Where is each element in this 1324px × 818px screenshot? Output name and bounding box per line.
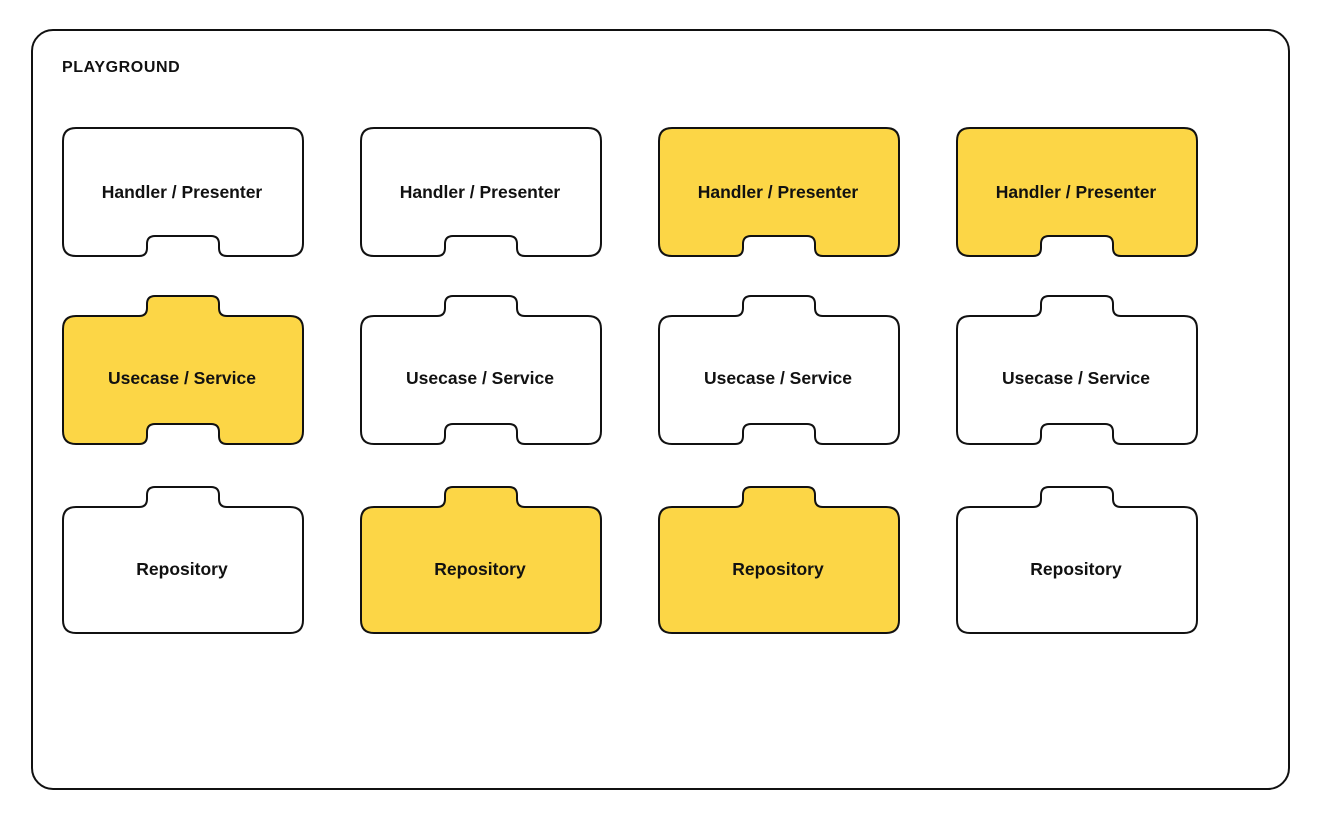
puzzle-card-repository-2[interactable]: Repository: [360, 486, 602, 634]
puzzle-shape-usecase-4: [956, 295, 1198, 445]
puzzle-shape-repository-2: [360, 486, 602, 634]
puzzle-shape-handler-4: [956, 127, 1198, 257]
highlighted-fill: [62, 295, 304, 445]
puzzle-card-handler-1[interactable]: Handler / Presenter: [62, 127, 304, 257]
puzzle-card-handler-3[interactable]: Handler / Presenter: [658, 127, 900, 257]
puzzle-shape-handler-3: [658, 127, 900, 257]
default-fill: [360, 295, 602, 445]
puzzle-shape-repository-1: [62, 486, 304, 634]
default-fill: [956, 295, 1198, 445]
puzzle-card-grid: Handler / Presenter Handler / Presenter Ha…: [62, 127, 1198, 634]
puzzle-card-repository-1[interactable]: Repository: [62, 486, 304, 634]
puzzle-card-repository-4[interactable]: Repository: [956, 486, 1198, 634]
highlighted-fill: [658, 127, 900, 257]
highlighted-fill: [658, 486, 900, 634]
page-title: PLAYGROUND: [62, 59, 181, 76]
puzzle-shape-usecase-3: [658, 295, 900, 445]
default-fill: [62, 486, 304, 634]
default-fill: [956, 486, 1198, 634]
puzzle-card-usecase-1[interactable]: Usecase / Service: [62, 295, 304, 445]
default-fill: [360, 127, 602, 257]
default-fill: [658, 295, 900, 445]
puzzle-shape-repository-3: [658, 486, 900, 634]
puzzle-shape-handler-2: [360, 127, 602, 257]
puzzle-card-repository-3[interactable]: Repository: [658, 486, 900, 634]
puzzle-card-handler-4[interactable]: Handler / Presenter: [956, 127, 1198, 257]
puzzle-shape-usecase-2: [360, 295, 602, 445]
default-fill: [62, 127, 304, 257]
highlighted-fill: [360, 486, 602, 634]
puzzle-shape-handler-1: [62, 127, 304, 257]
puzzle-card-usecase-3[interactable]: Usecase / Service: [658, 295, 900, 445]
puzzle-shape-repository-4: [956, 486, 1198, 634]
highlighted-fill: [956, 127, 1198, 257]
puzzle-card-handler-2[interactable]: Handler / Presenter: [360, 127, 602, 257]
puzzle-card-usecase-4[interactable]: Usecase / Service: [956, 295, 1198, 445]
puzzle-card-usecase-2[interactable]: Usecase / Service: [360, 295, 602, 445]
puzzle-shape-usecase-1: [62, 295, 304, 445]
